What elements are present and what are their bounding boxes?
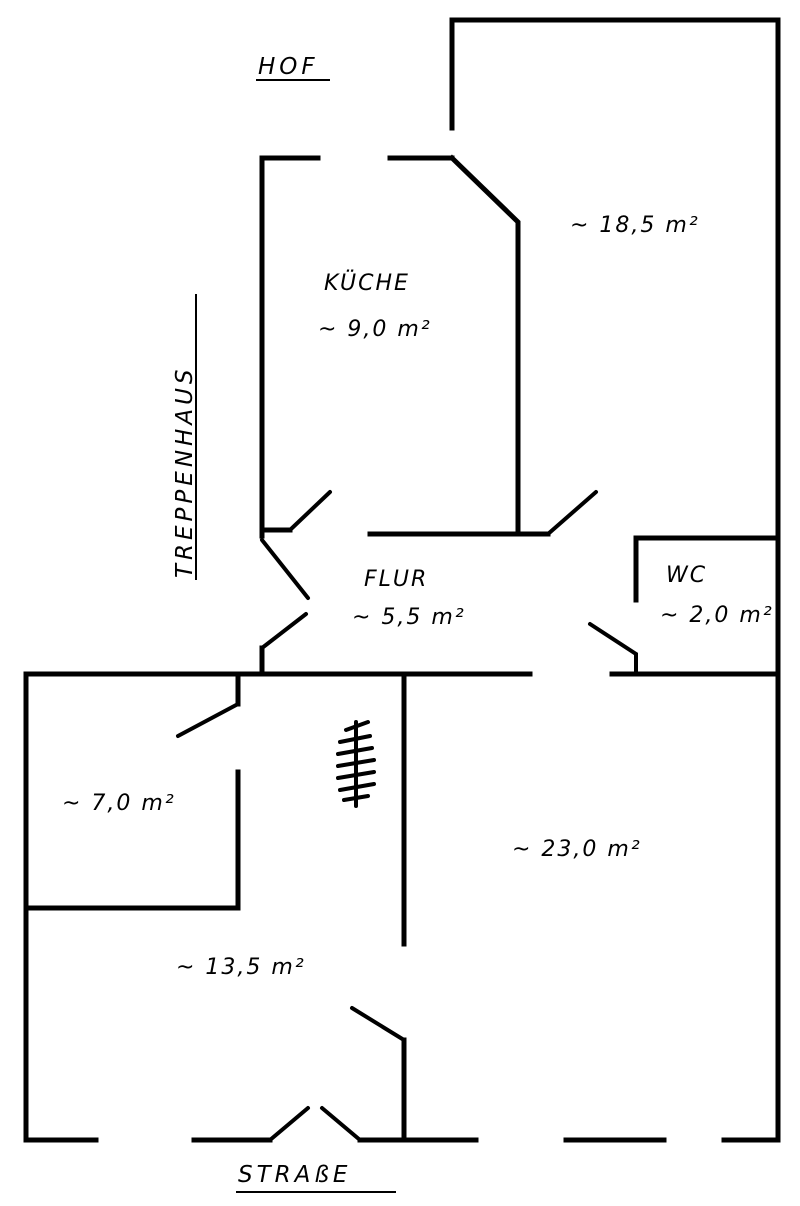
area-room-23-0: ~ 23,0 m² [512,837,642,862]
wall-kitchen-left [259,155,321,539]
area-room-13-5: ~ 13,5 m² [176,955,306,980]
wall-kitchen-diagonal [448,154,521,535]
radiator-symbol [336,720,376,808]
label-hof: HOF [258,54,319,80]
labels: HOF STRAßE TREPPENHAUS KÜCHE ~ 9,0 m² ~ … [62,54,774,1193]
area-wc: ~ 2,0 m² [660,603,774,628]
door-room7 [176,702,240,738]
wall-room7-right-lower [23,769,241,911]
door-18-flur [546,490,598,536]
door-entrance-left [268,1106,310,1142]
walls [23,17,781,1143]
doors [176,490,638,1142]
door-entrance-right [320,1106,362,1142]
area-flur: ~ 5,5 m² [352,605,466,630]
door-stair-lower [260,612,308,650]
wall-west [23,671,99,1143]
door-stair-upper [260,538,310,600]
label-strasse: STRAßE [238,1162,351,1188]
area-kueche: ~ 9,0 m² [318,317,432,342]
door-wc [588,622,638,674]
label-kueche: KÜCHE [324,270,410,296]
label-wc: WC [666,563,707,588]
area-room-18-5: ~ 18,5 m² [570,213,700,238]
wall-north-right [449,17,781,1143]
door-room13-23 [350,1006,406,1042]
door-kitchen-flur [288,490,332,532]
label-treppenhaus: TREPPENHAUS [172,365,198,578]
area-room-7-0: ~ 7,0 m² [62,791,176,816]
wall-wc [633,535,781,603]
label-flur: FLUR [364,567,428,592]
